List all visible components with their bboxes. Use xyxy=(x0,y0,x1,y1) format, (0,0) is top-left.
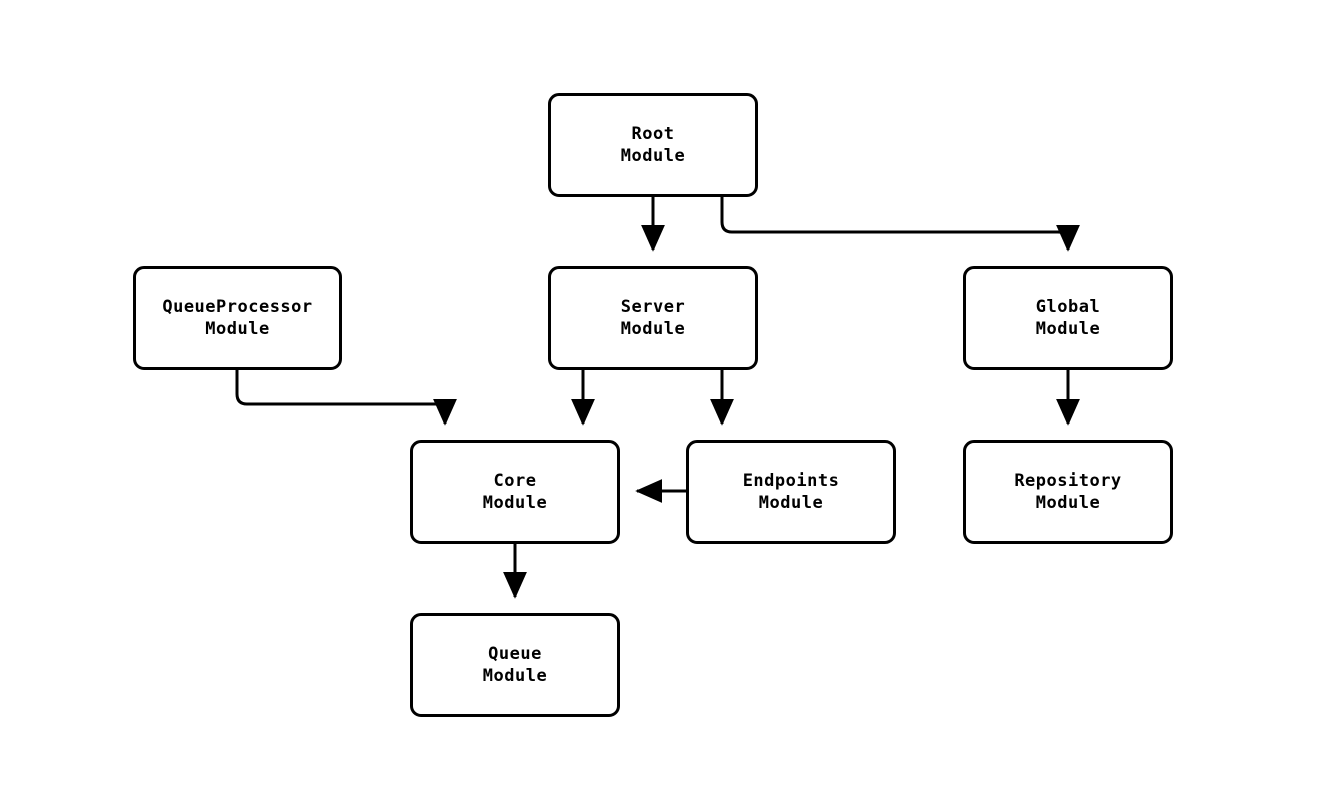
node-server-name: Server xyxy=(620,297,686,317)
node-server-suffix: Module xyxy=(620,319,686,339)
edge-queueprocessor-core xyxy=(235,370,457,426)
edge-paths xyxy=(235,197,1080,599)
node-queue-name: Queue xyxy=(488,644,542,664)
node-queueprocessor-suffix: Module xyxy=(205,319,270,339)
node-queueprocessor-name: QueueProcessor xyxy=(162,297,313,317)
node-endpoints-name: Endpoints xyxy=(742,471,840,491)
node-core-suffix: Module xyxy=(482,493,548,513)
edge-root-global xyxy=(720,197,1080,252)
node-core-name: Core xyxy=(493,471,537,491)
node-repository-suffix: Module xyxy=(1035,493,1101,513)
node-root-name: Root xyxy=(631,124,675,144)
node-global-suffix: Module xyxy=(1035,319,1101,339)
node-global-name: Global xyxy=(1035,297,1101,317)
node-root-suffix: Module xyxy=(620,146,686,166)
node-repository-name: Repository xyxy=(1014,471,1122,491)
node-queue-suffix: Module xyxy=(482,666,548,686)
node-endpoints-suffix: Module xyxy=(758,493,824,513)
